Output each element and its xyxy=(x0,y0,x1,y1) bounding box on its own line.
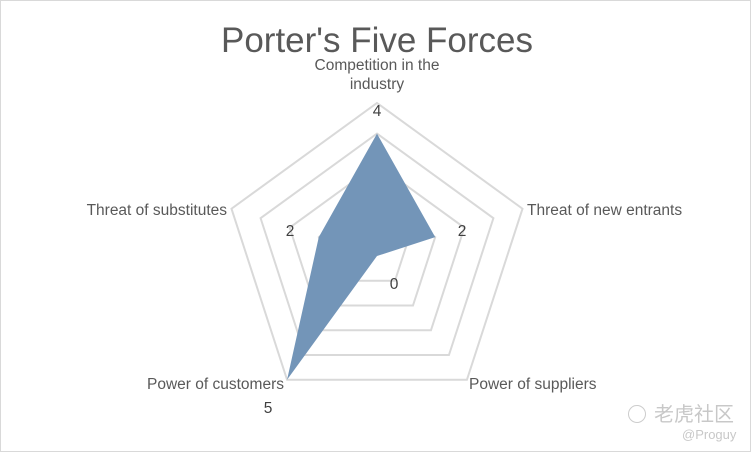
watermark-brand: 老虎社区 xyxy=(628,398,734,427)
axis-label: Competition in the industry xyxy=(315,57,440,93)
axis-label: Threat of substitutes xyxy=(87,202,228,219)
axis-label-line: industry xyxy=(350,76,405,93)
data-area xyxy=(287,133,436,380)
grid-ring xyxy=(288,162,466,332)
data-label: 2 xyxy=(286,223,295,240)
axis-label-line: Power of suppliers xyxy=(469,376,597,393)
data-label: 4 xyxy=(373,103,382,120)
axis-label-line: Threat of substitutes xyxy=(87,202,228,219)
chart-title: Porter's Five Forces xyxy=(221,21,533,60)
data-label: 2 xyxy=(458,223,467,240)
grid-ring xyxy=(230,101,524,381)
axis-label: Power of suppliers xyxy=(469,376,597,393)
axis-label-line: Competition in the xyxy=(315,57,440,74)
watermark-handle: @Proguy xyxy=(682,427,737,442)
data-label: 0 xyxy=(390,276,399,293)
axis-label: Threat of new entrants xyxy=(527,202,682,219)
data-label: 5 xyxy=(264,400,273,417)
watermark-brand-text: 老虎社区 xyxy=(654,404,734,426)
axis-label-line: Power of customers xyxy=(147,376,284,393)
grid-ring xyxy=(259,132,495,357)
watermark-logo-icon xyxy=(628,405,646,423)
axis-label-line: Threat of new entrants xyxy=(527,202,682,219)
axis-label: Power of customers xyxy=(147,376,284,393)
